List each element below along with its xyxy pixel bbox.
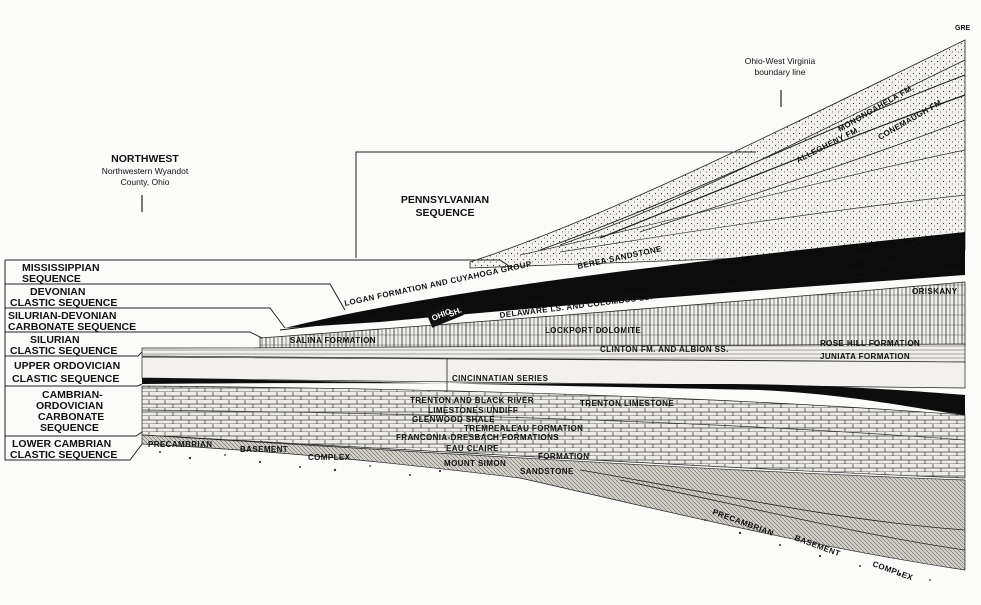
precambrian-west-label-2: BASEMENT <box>240 445 288 454</box>
northwest-subtitle-1: Northwestern Wyandot <box>102 166 189 176</box>
franconia-dresbach-label: FRANCONIA-DRESBACH FORMATIONS <box>396 433 559 442</box>
sequence-label: CLASTIC SEQUENCE <box>10 297 117 309</box>
sequence-box-silurian-clastic: SILURIAN CLASTIC SEQUENCE <box>4 332 143 357</box>
mount-simon-sandstone-label: SANDSTONE <box>520 467 574 476</box>
ohio-shale-box <box>426 300 464 328</box>
glenwood-shale-label: GLENWOOD SHALE <box>412 415 495 424</box>
pennsylvanian-label-1: PENNSYLVANIAN <box>401 194 489 206</box>
sequence-label: CLASTIC SEQUENCE <box>10 449 117 461</box>
sequence-label: CARBONATE SEQUENCE <box>8 321 136 333</box>
sequence-box-cambrian-ordovician: CAMBRIAN- ORDOVICIAN CARBONATE SEQUENCE <box>4 386 143 437</box>
sequence-label: CLASTIC SEQUENCE <box>10 345 117 357</box>
sequence-label: SILURIAN <box>30 334 80 346</box>
pennsylvanian-strata <box>469 39 966 269</box>
trenton-black-river-label-2: LIMESTONES UNDIFF <box>428 406 518 415</box>
trempealeau-label: TREMPEALEAU FORMATION <box>464 424 583 433</box>
sequence-box-devonian-clastic: DEVONIAN CLASTIC SEQUENCE <box>4 284 286 329</box>
sequence-label: UPPER ORDOVICIAN <box>14 360 120 372</box>
juniata-label: JUNIATA FORMATION <box>820 352 910 361</box>
eau-claire-formation-label: FORMATION <box>538 452 589 461</box>
sequence-label: SILURIAN-DEVONIAN <box>8 310 117 322</box>
rose-hill-label: ROSE HILL FORMATION <box>820 339 920 348</box>
clinton-albion-label: CLINTON FM. AND ALBION SS. <box>600 345 729 354</box>
boundary-line-label-1: Ohio-West Virginia <box>745 56 816 66</box>
sequence-label: MISSISSIPPIAN <box>22 262 100 274</box>
cambrian-ordovician-carbonate <box>141 385 966 479</box>
pennsylvanian-label-2: SEQUENCE <box>416 207 475 219</box>
lockport-label: LOCKPORT DOLOMITE <box>545 326 641 335</box>
sequence-label: CAMBRIAN- <box>42 389 103 401</box>
sequence-label: LOWER CAMBRIAN <box>12 438 111 450</box>
northwest-title: NORTHWEST <box>111 153 179 165</box>
upper-ordovician-clastic <box>141 356 966 389</box>
corner-cut-label: GRE <box>955 25 971 32</box>
lower-cambrian-clastic <box>141 434 966 571</box>
precambrian-west-label-3: COMPLEX <box>308 453 351 462</box>
salina-label: SALINA FORMATION <box>290 336 376 345</box>
northwest-subtitle-2: County, Ohio <box>121 177 170 187</box>
pennsylvanian-bracket <box>355 151 756 258</box>
eau-claire-label: EAU CLAIRE <box>446 444 499 453</box>
sequence-box-lower-cambrian: LOWER CAMBRIAN CLASTIC SEQUENCE <box>4 436 143 461</box>
mount-simon-label: MOUNT SIMON <box>444 459 506 468</box>
trenton-black-river-label-1: TRENTON AND BLACK RIVER <box>410 396 534 405</box>
oriskany-label: ORISKANY <box>912 287 958 296</box>
sequence-label: CARBONATE <box>38 411 104 423</box>
sequence-box-silurian-devonian: SILURIAN-DEVONIAN CARBONATE SEQUENCE <box>4 308 263 339</box>
sequence-label: ORDOVICIAN <box>36 400 103 412</box>
sequence-label: CLASTIC SEQUENCE <box>12 373 119 385</box>
cincinnatian-label: CINCINNATIAN SERIES <box>452 374 549 383</box>
precambrian-basement-pattern <box>159 451 931 581</box>
sequence-label: SEQUENCE <box>22 273 81 285</box>
trenton-limestone-label: TRENTON LIMESTONE <box>580 399 674 408</box>
precambrian-east-label-3: COMPLEX <box>871 559 914 582</box>
precambrian-west-label-1: PRECAMBRIAN <box>148 440 212 449</box>
sequence-box-upper-ordovician: UPPER ORDOVICIAN CLASTIC SEQUENCE <box>4 356 143 387</box>
sequence-label: DEVONIAN <box>30 286 85 298</box>
boundary-line-label-2: boundary line <box>754 67 805 77</box>
sequence-box-mississippian: MISSISSIPPIAN SEQUENCE <box>4 259 513 311</box>
sequence-label: SEQUENCE <box>40 422 99 434</box>
